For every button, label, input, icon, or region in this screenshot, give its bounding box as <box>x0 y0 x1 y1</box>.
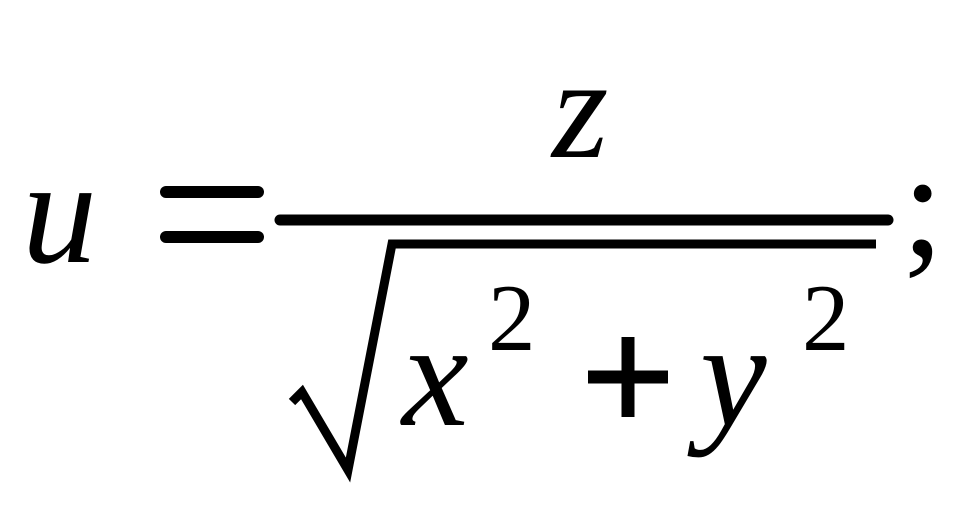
variable-y: y <box>687 292 767 458</box>
variable-x: x <box>400 292 469 458</box>
plus-sign <box>588 337 668 417</box>
numerator-z: z <box>550 29 608 189</box>
variable-u: u <box>22 129 97 295</box>
exponent-x: 2 <box>488 265 536 371</box>
exponent-y: 2 <box>802 265 850 371</box>
square-root-sign <box>288 239 876 483</box>
equals-sign <box>160 186 264 243</box>
semicolon: ; <box>902 122 944 288</box>
